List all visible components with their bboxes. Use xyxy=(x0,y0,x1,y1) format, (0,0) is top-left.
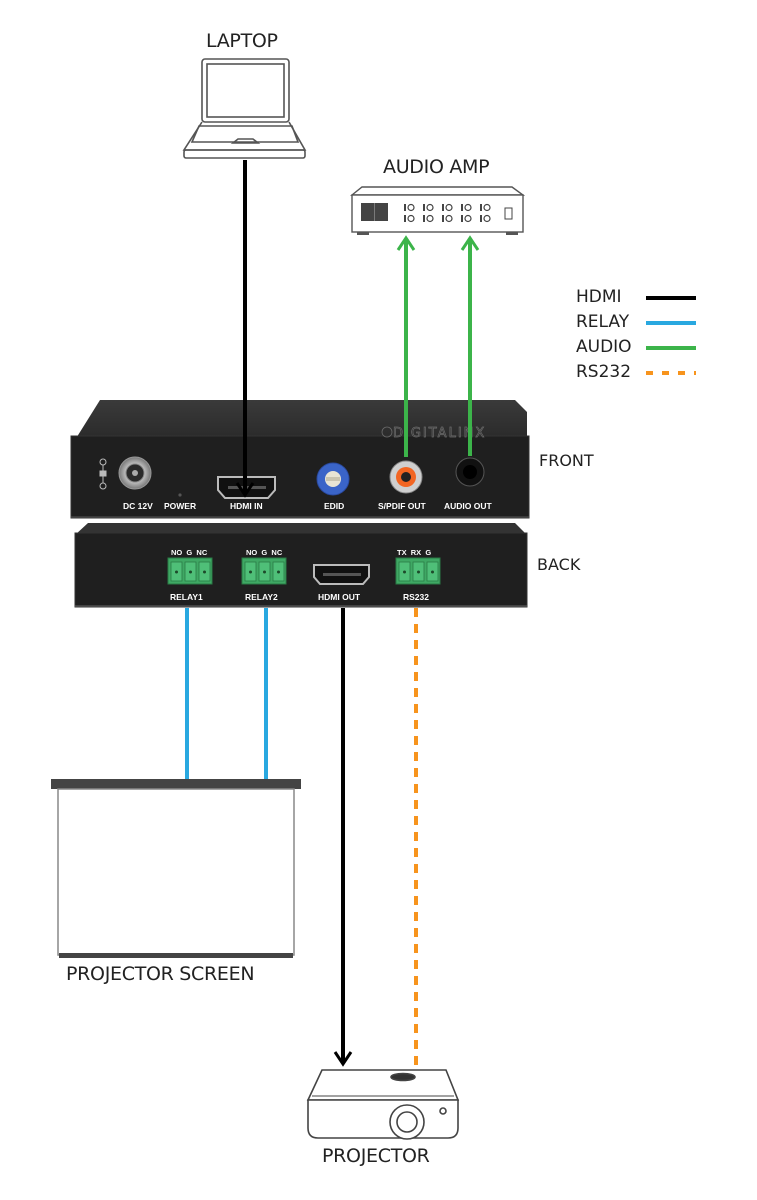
port-label-hdmi-in: HDMI IN xyxy=(230,501,263,511)
projector-label: PROJECTOR xyxy=(322,1145,430,1167)
port-label-edid: EDID xyxy=(324,501,345,511)
rs232-terminal[interactable] xyxy=(395,557,441,585)
unit-front-panel xyxy=(70,400,530,519)
relay1-terminal[interactable] xyxy=(167,557,213,585)
relay2-pins: NO G NC xyxy=(246,548,283,557)
legend-relay: RELAY xyxy=(576,312,630,332)
amp-jack xyxy=(404,215,406,222)
relay1-pins: NO G NC xyxy=(171,548,208,557)
amp-jack xyxy=(426,203,434,212)
amp-jack xyxy=(423,215,425,222)
port-label-relay1: RELAY1 xyxy=(170,592,203,602)
terminal-blocks xyxy=(167,557,441,585)
arrow-up-icon xyxy=(396,235,416,251)
port-label-relay2: RELAY2 xyxy=(245,592,278,602)
hdmi-out-port[interactable] xyxy=(313,564,370,585)
amp-jack xyxy=(461,215,463,222)
amp-jack xyxy=(407,214,415,223)
amp-jack xyxy=(442,215,444,222)
polarity-icon xyxy=(99,458,107,490)
legend-hdmi: HDMI xyxy=(576,287,622,307)
dc-12v-jack[interactable] xyxy=(118,456,152,490)
laptop-icon xyxy=(182,58,307,159)
amp-io-jacks xyxy=(404,203,491,223)
legend-swatches xyxy=(646,296,696,375)
projector-screen-label: PROJECTOR SCREEN xyxy=(66,963,255,985)
amp-jack xyxy=(442,204,444,211)
audio-amp-icon xyxy=(350,186,526,235)
rs232-pins: TX RX G xyxy=(397,548,432,557)
amp-jack xyxy=(461,204,463,211)
projector-screen-icon xyxy=(51,779,301,958)
amp-jack xyxy=(464,203,472,212)
power-led xyxy=(178,493,182,497)
amp-jack xyxy=(445,203,453,212)
legend-audio: AUDIO xyxy=(576,337,632,357)
arrow-down-icon xyxy=(235,482,255,498)
amp-jack xyxy=(464,214,472,223)
audio-out-port[interactable] xyxy=(455,457,485,487)
amp-jack xyxy=(483,214,491,223)
amp-jack xyxy=(426,214,434,223)
edid-rotary-switch[interactable] xyxy=(316,462,350,496)
brand-logo: DIGITALINX xyxy=(393,426,486,441)
brand-logo-mark xyxy=(381,426,393,438)
legend-rs232: RS232 xyxy=(576,362,632,382)
spdif-out-port[interactable] xyxy=(389,460,423,494)
port-label-rs232: RS232 xyxy=(403,592,429,602)
amp-jack xyxy=(480,204,482,211)
amp-jack xyxy=(480,215,482,222)
amp-jack xyxy=(407,203,415,212)
front-label: FRONT xyxy=(539,451,594,470)
projector-icon xyxy=(306,1069,460,1140)
back-label: BACK xyxy=(537,555,581,574)
amp-jack xyxy=(404,204,406,211)
amp-jack xyxy=(483,203,491,212)
laptop-label: LAPTOP xyxy=(206,30,278,52)
amp-jack xyxy=(423,204,425,211)
port-label-hdmi-out: HDMI OUT xyxy=(318,592,361,602)
unit-back-panel xyxy=(74,523,528,608)
arrow-up-icon xyxy=(460,235,480,251)
port-label-audio-out: AUDIO OUT xyxy=(444,501,492,511)
port-label-spdif-out: S/PDIF OUT xyxy=(378,501,426,511)
audio-amp-label: AUDIO AMP xyxy=(383,156,490,178)
port-label-dc12v: DC 12V xyxy=(123,501,153,511)
cables xyxy=(185,160,480,1070)
arrow-down-icon xyxy=(333,1051,353,1067)
port-label-power: POWER xyxy=(164,501,197,511)
relay2-terminal[interactable] xyxy=(241,557,287,585)
amp-jack xyxy=(445,214,453,223)
